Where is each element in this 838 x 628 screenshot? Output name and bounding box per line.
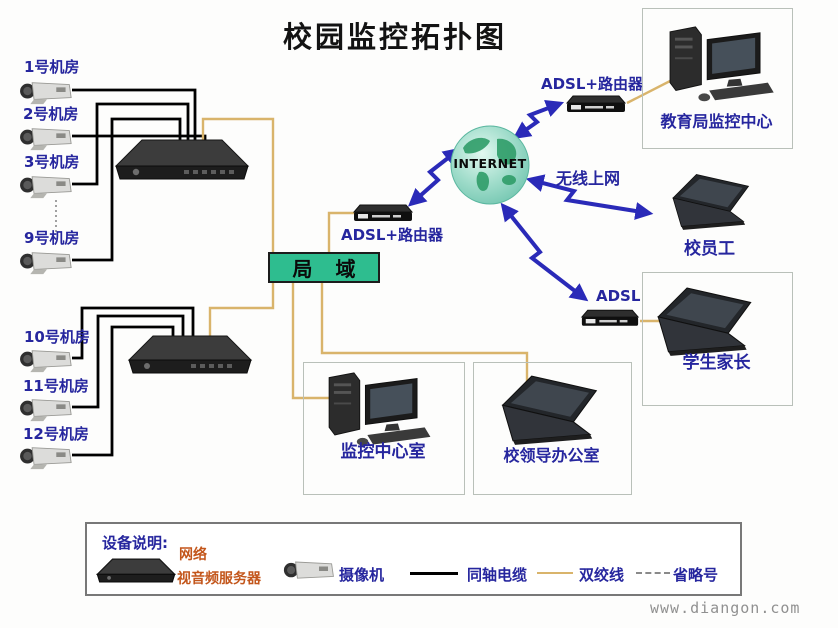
camera-icon-legend: [283, 561, 334, 579]
arrow-router-internet: [407, 147, 462, 207]
video-server-switch-icon-top: [114, 139, 250, 180]
monitor-room-label: 监控中心室: [340, 442, 426, 462]
dotted-line-sample: [636, 572, 670, 574]
legend-box: 设备说明: 网络 视音频服务器 摄像机 同轴电缆 双绞线 省略号: [85, 522, 742, 596]
coax-cable-cam11: [72, 314, 185, 409]
legend-camera-label: 摄像机: [339, 566, 385, 584]
camera-icon: [20, 350, 72, 373]
watermark: www.diangon.com: [650, 599, 801, 617]
legend-ellipsis-label: 省略号: [673, 566, 719, 584]
internet-globe-icon: INTERNET: [450, 125, 530, 205]
staff-label: 校员工: [684, 239, 735, 259]
coax-cable-cam9: [72, 117, 182, 262]
legend-heading: 设备说明:: [102, 534, 168, 552]
tp-lan-router: [327, 211, 355, 252]
page-title: 校园监控拓扑图: [283, 20, 508, 54]
coax-cable-cam12: [72, 325, 175, 457]
camera-icon: [20, 176, 72, 199]
adsl-router-icon-mid: [352, 204, 414, 221]
edu-center-label: 教育局监控中心: [660, 112, 773, 131]
camera-label-room9: 9号机房: [24, 229, 80, 247]
leader-office-label: 校领导办公室: [503, 446, 600, 465]
camera-icon: [20, 399, 72, 422]
legend-coaxial-label: 同轴电缆: [467, 566, 528, 584]
wireless-internet-label: 无线上网: [556, 169, 621, 188]
laptop-icon-parents: [657, 287, 752, 356]
tp-lan-leader-office: [320, 283, 529, 400]
tp-switch1-lan: [201, 117, 275, 252]
monitor-room-box: [303, 362, 465, 495]
camera-label-room12: 12号机房: [23, 425, 89, 443]
video-server-switch-icon-legend: [95, 558, 177, 583]
camera-icon: [20, 447, 72, 470]
legend-server-label-line1: 网络: [179, 547, 207, 563]
video-server-switch-icon-bottom: [127, 335, 253, 374]
laptop-icon-staff: [672, 174, 750, 230]
camera-icon: [20, 82, 72, 105]
coax-cable-cam3: [72, 102, 190, 186]
coax-cable-cam1: [72, 88, 197, 150]
arrow-internet-staff-wireless: [525, 174, 654, 220]
adsl-router-icon-top: [565, 95, 627, 112]
coax-cable-cam10: [72, 306, 195, 360]
camera-label-room10: 10号机房: [24, 328, 90, 346]
adsl-router-label-mid: ADSL+路由器: [341, 226, 443, 244]
arrow-internet-adsl: [500, 202, 589, 302]
desktop-computer-icon-edu: [669, 26, 774, 102]
tp-router-edu-center: [626, 77, 675, 105]
laptop-icon-leader-office: [501, 375, 598, 445]
camera-label-room1: 1号机房: [24, 58, 80, 76]
edu-center-box: [642, 8, 793, 149]
camera-label-room3: 3号机房: [24, 153, 80, 171]
tp-lan-switch2: [208, 283, 275, 338]
coax-line-sample: [410, 572, 458, 575]
legend-server-label-line2: 视音频服务器: [177, 571, 261, 587]
adsl-modem-icon-right: [580, 309, 640, 326]
camera-label-room11: 11号机房: [23, 377, 89, 395]
camera-icon: [20, 128, 72, 151]
desktop-computer-icon-monitor-room: [328, 372, 431, 446]
arrow-internet-top-router: [512, 100, 565, 140]
adsl-label-right: ADSL: [596, 287, 641, 305]
adsl-router-label-top: ADSL+路由器: [541, 75, 643, 93]
legend-twisted-label: 双绞线: [579, 566, 625, 584]
parents-label: 学生家长: [682, 353, 751, 373]
camera-icon: [20, 252, 72, 275]
parents-box: [642, 272, 793, 406]
leader-office-box: [473, 362, 632, 495]
camera-label-room2: 2号机房: [23, 105, 79, 123]
internet-label: INTERNET: [453, 156, 526, 171]
twisted-pair-line-sample: [537, 572, 573, 574]
lan-box: 局 域: [268, 252, 380, 283]
